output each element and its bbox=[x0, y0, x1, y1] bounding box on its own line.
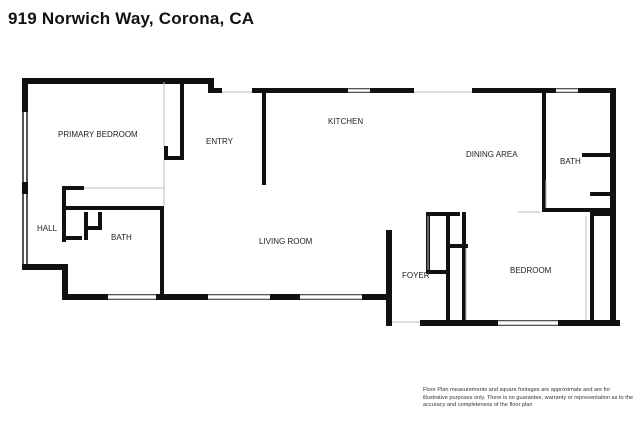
wall-bedroom-left bbox=[462, 212, 466, 326]
wall-bath-inner-small bbox=[98, 212, 102, 226]
wall-left-lower-step bbox=[22, 264, 67, 270]
windows-and-openings bbox=[22, 82, 587, 326]
wall-closet-vertical bbox=[180, 82, 184, 160]
wall-right-outer bbox=[610, 88, 616, 326]
label-living-room: LIVING ROOM bbox=[259, 237, 313, 246]
window-bath-right bbox=[556, 89, 578, 92]
window-living-2 bbox=[300, 295, 362, 299]
label-hall: HALL bbox=[37, 224, 58, 233]
wall-bath-left bbox=[62, 186, 66, 242]
window-living-1 bbox=[208, 295, 270, 299]
floor-plan-disclaimer: Floor Plan measurements and square foota… bbox=[423, 387, 633, 409]
wall-bath-right bbox=[160, 206, 164, 300]
wall-rbath-shelf2 bbox=[590, 192, 616, 196]
wall-closet-stub bbox=[164, 146, 168, 160]
wall-rbath-left bbox=[542, 88, 546, 212]
label-bath-left: BATH bbox=[111, 233, 132, 242]
label-bedroom: BEDROOM bbox=[510, 266, 552, 275]
window-bath-bottom bbox=[108, 295, 156, 299]
wall-bath-inner-h bbox=[84, 226, 102, 230]
window-bedroom bbox=[498, 321, 558, 325]
window-left-2 bbox=[24, 194, 26, 264]
property-address-title: 919 Norwich Way, Corona, CA bbox=[8, 9, 255, 28]
wall-bedroom-closet-right bbox=[590, 212, 594, 326]
wall-closet-bottom bbox=[164, 156, 184, 160]
opening-dining bbox=[414, 88, 472, 93]
wall-kitchen-divider bbox=[262, 88, 266, 185]
wall-closet-foyer-right bbox=[446, 212, 450, 326]
room-labels: PRIMARY BEDROOM ENTRY KITCHEN DINING ARE… bbox=[37, 117, 581, 280]
interior-walls bbox=[62, 82, 616, 326]
wall-top-left-return bbox=[208, 88, 222, 93]
wall-rbath-shelf bbox=[582, 153, 616, 157]
wall-bedroom-top-left bbox=[426, 212, 460, 216]
wall-bath-stub bbox=[62, 236, 82, 240]
opening-foyer bbox=[392, 320, 420, 326]
wall-foyer-left bbox=[386, 230, 392, 326]
label-entry: ENTRY bbox=[206, 137, 234, 146]
exterior-walls bbox=[22, 78, 620, 326]
window-kitchen bbox=[348, 89, 370, 92]
wall-top-left-step bbox=[208, 78, 214, 92]
wall-closet-foyer-bottom bbox=[426, 270, 448, 274]
wall-bath-divider bbox=[62, 206, 164, 210]
wall-bath-top bbox=[62, 186, 84, 190]
window-left-1 bbox=[24, 112, 26, 182]
label-bath-right: BATH bbox=[560, 157, 581, 166]
wall-bedroom-top-right bbox=[590, 212, 616, 216]
wall-rbath-bottom bbox=[542, 208, 616, 212]
label-foyer: FOYER bbox=[402, 271, 430, 280]
wall-top-left bbox=[22, 78, 214, 84]
label-dining-area: DINING AREA bbox=[466, 150, 518, 159]
wall-left-lower bbox=[62, 264, 68, 300]
wall-closet-foyer-stub bbox=[446, 244, 468, 248]
label-kitchen: KITCHEN bbox=[328, 117, 363, 126]
opening-entry bbox=[222, 88, 252, 93]
label-primary-bedroom: PRIMARY BEDROOM bbox=[58, 130, 138, 139]
